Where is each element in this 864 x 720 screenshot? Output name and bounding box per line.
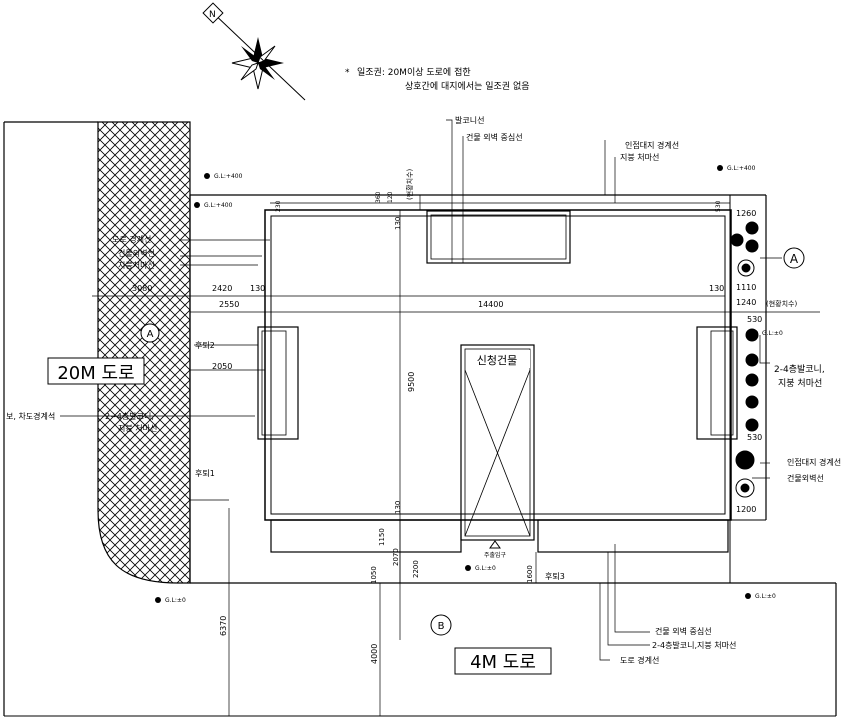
svg-text:1050: 1050 [370, 566, 378, 584]
site-boundary [189, 194, 767, 583]
tree-icon [745, 395, 759, 409]
road-20m-label-box [47, 357, 145, 385]
tree-icon [745, 373, 759, 387]
svg-text:1260: 1260 [736, 209, 756, 218]
right-balcony-label-2: 지붕 처마선 [778, 377, 822, 389]
svg-text:130: 130 [709, 284, 724, 293]
north-arrow-icon: N [202, 2, 306, 101]
tree-icon [730, 233, 744, 247]
road-4m-area: 4M 도로 [4, 582, 837, 717]
svg-text:N: N [209, 10, 216, 20]
building-outline [257, 209, 738, 553]
svg-text:1150: 1150 [378, 528, 386, 546]
setback-2-label: 후퇴2 [195, 341, 215, 350]
svg-text:2550: 2550 [219, 300, 239, 309]
note-line-2: 상호간에 대지에서는 일조권 없음 [405, 80, 530, 92]
bottom-road-boundary-label: 도로 경계선 [620, 655, 659, 665]
actual-dim-label-right: (현황치수) [766, 299, 797, 308]
note-bullet: * [345, 68, 350, 78]
svg-text:9500: 9500 [407, 372, 416, 392]
new-building-label: 신청건물 [477, 354, 517, 367]
dimension-lines [92, 195, 820, 716]
road-20m-area: 20M 도로 [3, 121, 191, 716]
adjacent-boundary-label: 인접대지 경계선 [625, 140, 679, 150]
svg-text:1600: 1600 [526, 565, 534, 583]
setback-3-label: 후퇴3 [545, 572, 565, 581]
entrance-arrow-icon [489, 540, 501, 549]
tree-icon [745, 353, 759, 367]
dimension-texts: 3080 2420 130 2550 14400 130 1240 1260 1… [132, 191, 762, 664]
sidewalk-boundary-label: 보, 차도경계석 [6, 411, 55, 421]
road-boundary-label-1: 도로 경계선 [112, 234, 151, 244]
svg-text:1110: 1110 [736, 283, 756, 292]
entrance-label: 주출입구 [484, 551, 507, 559]
svg-text:530: 530 [715, 200, 722, 212]
section-marker-a-left: A [140, 323, 160, 343]
svg-text:2420: 2420 [212, 284, 232, 293]
svg-text:B: B [438, 621, 445, 632]
svg-text:2070: 2070 [392, 548, 400, 566]
svg-text:6370: 6370 [219, 616, 228, 636]
road-boundary-label-2: 건물외벽선 [118, 248, 155, 258]
tree-icon [745, 239, 759, 253]
svg-text:4000: 4000 [370, 644, 379, 664]
balcony-line-label: 발코니선 [455, 115, 484, 125]
actual-dim-label-top: (현황치수) [405, 169, 414, 200]
svg-text:A: A [790, 252, 799, 266]
bottom-wall-center-label: 건물 외벽 중심선 [655, 626, 712, 636]
leader-lines [60, 119, 770, 661]
svg-text:230: 230 [275, 200, 282, 212]
svg-text:G.L:±0: G.L:±0 [762, 330, 783, 337]
left-balcony-label-1: 2~4층발코니, [105, 411, 154, 421]
right-balcony-label-1: 2-4층발코니, [774, 364, 825, 375]
svg-text:130: 130 [394, 217, 402, 230]
tree-icon [745, 418, 759, 432]
svg-text:G.L:+400: G.L:+400 [727, 165, 756, 172]
bottom-balcony-label: 2-4층발코니,지붕 처마선 [652, 640, 736, 650]
svg-text:2050: 2050 [212, 362, 232, 371]
svg-text:360: 360 [375, 191, 382, 203]
note-line-1: 일조권: 20M이상 도로에 접한 [357, 66, 471, 78]
section-marker-a-right: A [760, 247, 805, 269]
svg-text:G.L:+400: G.L:+400 [204, 202, 233, 209]
svg-text:G.L:±0: G.L:±0 [165, 597, 186, 604]
roof-eave-label: 지붕 처마선 [620, 153, 659, 162]
tree-icons [730, 221, 759, 498]
svg-text:120: 120 [387, 191, 394, 203]
right-adjacent-label: 인접대지 경계선 [787, 457, 841, 467]
right-wall-label: 건물외벽선 [787, 473, 824, 483]
svg-text:130: 130 [394, 501, 402, 514]
svg-text:530: 530 [747, 433, 762, 442]
svg-text:1200: 1200 [736, 505, 756, 514]
svg-text:530: 530 [747, 315, 762, 324]
road-boundary-label-3: 지붕처마선 [118, 261, 155, 270]
sidewalk-hatch [97, 121, 191, 584]
road-4m-label-box [454, 647, 552, 675]
svg-text:G.L:±0: G.L:±0 [755, 593, 776, 600]
bldg-wall-center-label: 건물 외벽 중심선 [466, 132, 523, 142]
left-balcony-label-2: 지붕 처마선 [118, 424, 157, 433]
svg-text:130: 130 [250, 284, 265, 293]
tree-icon [745, 221, 759, 235]
svg-text:3080: 3080 [132, 284, 152, 293]
svg-text:G.L:±0: G.L:±0 [475, 565, 496, 572]
svg-text:14400: 14400 [478, 300, 503, 309]
road-20m-label: 20M 도로 [57, 363, 134, 384]
svg-text:A: A [147, 329, 154, 340]
level-markers: G.L:+400 G.L:+400 G.L:+400 G.L:±0 G.L:±0… [155, 165, 783, 604]
svg-text:1240: 1240 [736, 298, 756, 307]
section-marker-b: B [430, 614, 452, 636]
svg-text:2200: 2200 [412, 560, 420, 578]
road-4m-label: 4M 도로 [470, 652, 536, 673]
tree-icon [735, 450, 755, 470]
svg-text:G.L:+400: G.L:+400 [214, 173, 243, 180]
setback-1-label: 후퇴1 [195, 469, 215, 478]
